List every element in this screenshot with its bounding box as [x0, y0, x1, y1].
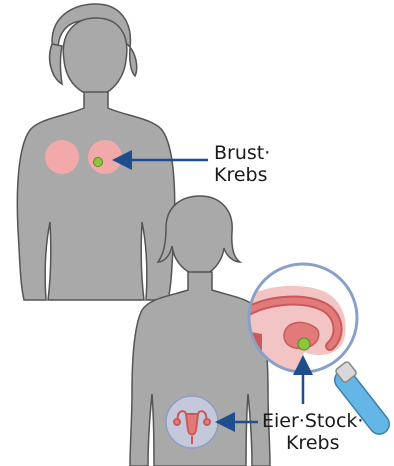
woman-figure-breast: [17, 4, 174, 300]
ovary-tumor: [298, 338, 310, 350]
breast-label-line1: Brust·: [214, 142, 270, 164]
ovary-label-line1: Eier·Stock·: [262, 410, 363, 432]
ovary-label-line2: Krebs: [262, 432, 363, 454]
breast-cancer-label: Brust· Krebs: [214, 142, 270, 186]
left-breast-highlight: [45, 140, 79, 174]
right-breast-highlight: [88, 140, 122, 174]
breast-tumor: [94, 158, 103, 167]
breast-label-line2: Krebs: [214, 164, 270, 186]
ovarian-cancer-label: Eier·Stock· Krebs: [262, 410, 363, 454]
